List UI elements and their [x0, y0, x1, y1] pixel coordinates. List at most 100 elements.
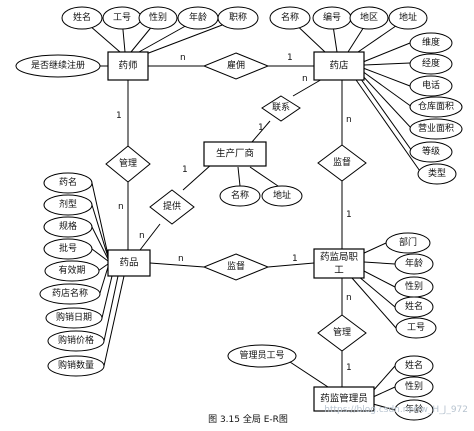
- attribute-label: 工号: [113, 12, 131, 23]
- attribute-label: 姓名: [405, 359, 423, 371]
- entity-manufacturer: 生产厂商: [203, 141, 267, 167]
- edge: [361, 70, 413, 108]
- edge: [351, 277, 397, 329]
- edge: [363, 261, 396, 265]
- entity-pharmacy-label: 药店: [329, 60, 348, 72]
- figure-caption: 图 3.15 全局 E-R图: [208, 413, 288, 425]
- attribute-label: 姓名: [73, 11, 91, 23]
- relationship-manage-staff: 管理: [317, 314, 367, 352]
- attribute-label: 名称: [231, 189, 249, 201]
- edge: [362, 42, 411, 63]
- cardinality-label: 1: [346, 210, 352, 220]
- relationship-supply-label: 提供: [163, 200, 181, 212]
- relationship-supervise-pharmacy-label: 监督: [333, 156, 351, 168]
- edge: [292, 77, 325, 97]
- attribute-label: 类型: [428, 167, 446, 179]
- entity-supervisor-staff-label: 药监局职: [320, 251, 359, 263]
- entity-drug: 药品: [107, 249, 151, 277]
- attribute-label: 药名: [59, 176, 77, 188]
- edge: [103, 275, 125, 367]
- cardinality-label: n: [346, 293, 352, 303]
- attribute-label: 工号: [407, 322, 425, 333]
- attribute-label: 职称: [229, 11, 247, 23]
- attribute-label: 年龄: [189, 11, 207, 23]
- attribute-staff-department: 部门: [385, 232, 431, 254]
- entity-supervisor-admin: 药监管理员: [313, 386, 375, 412]
- cardinality-label: 1: [116, 111, 122, 121]
- attribute-label: 电话: [422, 79, 440, 91]
- relationship-supervise-drug: 监督: [202, 253, 270, 281]
- edge: [372, 386, 396, 398]
- entity-supervisor-admin-label: 药监管理员: [320, 393, 368, 405]
- attribute-label: 仓库面积: [418, 100, 454, 112]
- attribute-label: 地址: [399, 11, 417, 23]
- relationship-manage-drug: 管理: [105, 145, 151, 183]
- edge: [149, 262, 205, 268]
- entity-pharmacist-label: 药师: [118, 60, 137, 72]
- cardinality-label: 1: [258, 123, 264, 133]
- edge: [353, 76, 423, 175]
- attribute-drug-form: 剂型: [43, 194, 93, 216]
- watermark-text: https://blog.csdn.net/w_H_J_972: [324, 405, 468, 415]
- cardinality-label: n: [118, 202, 124, 212]
- attribute-manufacturer-name: 名称: [219, 185, 261, 207]
- edge: [101, 275, 113, 319]
- attribute-admin-age: 年龄: [394, 399, 434, 421]
- attribute-label: 批号: [59, 242, 77, 254]
- attribute-drug-sale-date: 购销日期: [45, 307, 103, 329]
- attribute-drug-pharmacy-name: 药店名称: [39, 283, 101, 305]
- attribute-pharmacy-phone: 电话: [409, 75, 453, 97]
- attribute-label: 地区: [360, 11, 378, 23]
- attribute-staff-id: 工号: [395, 317, 437, 339]
- attribute-drug-batch: 批号: [43, 238, 93, 260]
- attribute-label: 规格: [59, 220, 77, 232]
- attribute-label: 管理员工号: [239, 349, 284, 361]
- attribute-pharmacist-registration: 是否继续注册: [15, 54, 101, 78]
- attribute-drug-sale-quantity: 购销数量: [47, 355, 105, 377]
- edge: [357, 275, 396, 308]
- attribute-drug-name: 药名: [43, 172, 93, 194]
- attribute-pharmacy-number: 编号: [312, 6, 352, 30]
- attribute-staff-age: 年龄: [394, 253, 434, 275]
- attribute-label: 经度: [422, 57, 440, 69]
- edge: [361, 269, 396, 288]
- attribute-pharmacist-gender: 性别: [138, 6, 178, 30]
- relationship-employ-label: 雇佣: [227, 59, 245, 71]
- cardinality-label: n: [346, 115, 352, 125]
- attribute-label: 维度: [422, 36, 440, 48]
- edge: [91, 226, 109, 260]
- relationship-employ: 雇佣: [202, 52, 270, 80]
- edge: [267, 262, 315, 268]
- attribute-admin-name: 姓名: [394, 355, 434, 377]
- cardinality-label: n: [178, 254, 184, 264]
- attribute-pharmacist-name: 姓名: [61, 6, 103, 30]
- edge: [372, 403, 396, 411]
- edge: [289, 361, 329, 388]
- attribute-label: 性别: [405, 380, 423, 392]
- relationship-contact: 联系: [261, 95, 301, 122]
- edge: [237, 166, 241, 187]
- attribute-label: 部门: [399, 236, 417, 248]
- attribute-label: 是否继续注册: [31, 59, 85, 71]
- edge: [359, 72, 413, 130]
- edge: [357, 74, 413, 152]
- attribute-drug-expiry: 有效期: [44, 260, 100, 282]
- entity-pharmacy: 药店: [313, 51, 365, 81]
- edge: [91, 204, 109, 258]
- edge: [97, 263, 109, 272]
- attribute-label: 年龄: [405, 403, 423, 415]
- attribute-pharmacist-age: 年龄: [177, 6, 219, 30]
- edge: [139, 223, 161, 251]
- entity-manufacturer-label: 生产厂商: [216, 148, 254, 160]
- attribute-label: 购销日期: [56, 311, 92, 323]
- attribute-staff-name: 姓名: [394, 296, 434, 318]
- attribute-label: 药店名称: [52, 287, 88, 299]
- cardinality-label: n: [302, 74, 308, 84]
- entity-drug-label: 药品: [119, 258, 138, 269]
- attribute-pharmacist-title: 职称: [217, 6, 259, 30]
- edge: [91, 182, 109, 256]
- edge: [103, 275, 119, 342]
- relationship-manage-drug-label: 管理: [119, 157, 137, 169]
- attribute-label: 地址: [273, 189, 291, 201]
- attribute-pharmacy-address: 地址: [388, 6, 428, 30]
